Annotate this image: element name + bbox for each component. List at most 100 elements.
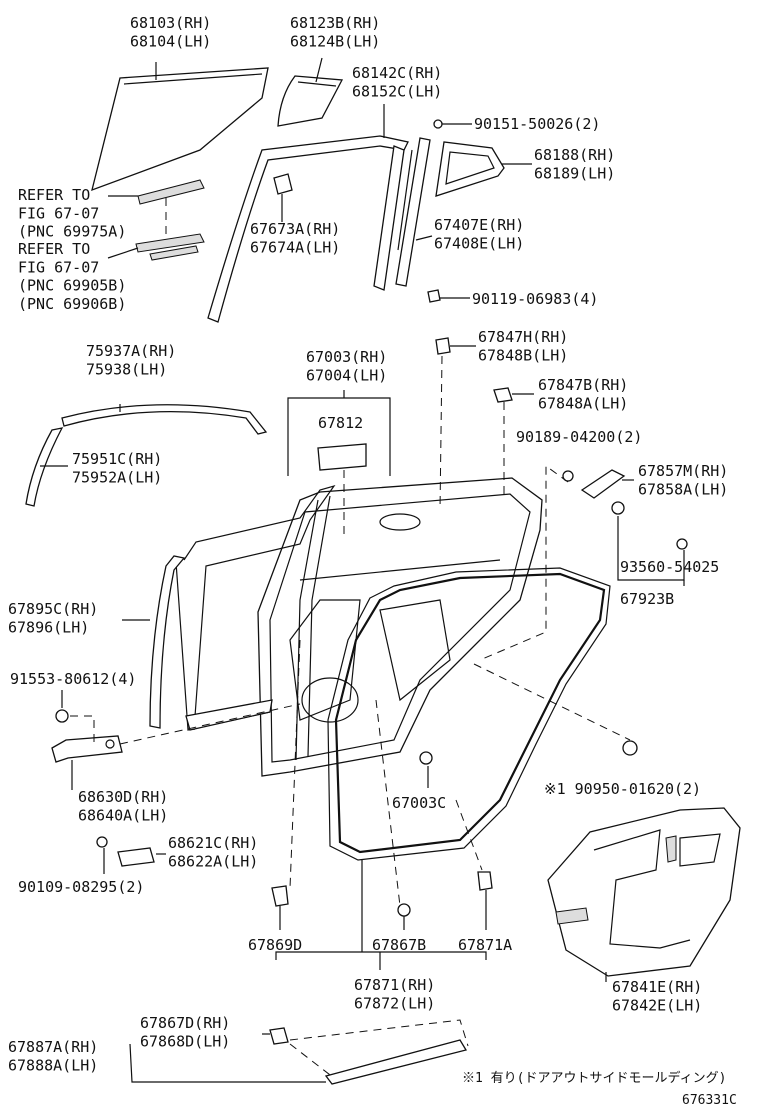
label-line: 67923B [620,590,674,608]
label-67847h: 67847H(RH)67848B(LH) [478,328,568,364]
leader-lines [40,57,685,1083]
rear-door-panel [257,477,543,777]
label-67812: 67812 [318,414,363,432]
label-line: 67673A(RH) [250,220,340,238]
label-67867d: 67867D(RH)67868D(LH) [140,1014,230,1050]
label-line: 67004(LH) [306,366,387,384]
label-line: 67847H(RH) [478,328,568,346]
label-line: 68152C(LH) [352,82,442,100]
label-line: 68640A(LH) [78,806,168,824]
label-67871: 67871(RH)67872(LH) [354,976,435,1012]
bushing-93560 [611,501,625,515]
clip-67847h [435,337,451,355]
label-68123b: 68123B(RH)68124B(LH) [290,14,380,50]
footnote: ※1 有り(ドアアウトサイドモールディング) [462,1070,726,1086]
label-line: 67871(RH) [354,976,435,994]
label-68188: 68188(RH)68189(LH) [534,146,615,182]
label-67847b: 67847B(RH)67848A(LH) [538,376,628,412]
quarter-glass [277,75,344,127]
label-line: 91553-80612(4) [10,670,136,688]
label-67857m: 67857M(RH)67858A(LH) [638,462,728,498]
label-line: 68621C(RH) [168,834,258,852]
label-line: 68104(LH) [130,32,211,50]
label-line: (PNC 69905B) [18,277,126,295]
label-line: 67408E(LH) [434,234,524,252]
door-weatherstrip-67871 [334,572,606,854]
division-bar [395,137,431,287]
label-67895c: 67895C(RH)67896(LH) [8,600,98,636]
label-line: 75938(LH) [86,360,167,378]
label-90189: 90189-04200(2) [516,428,642,446]
label-67673a: 67673A(RH)67674A(LH) [250,220,340,256]
label-line: 68622A(LH) [168,852,258,870]
clip-67003c [419,751,433,765]
label-line: 90189-04200(2) [516,428,642,446]
bolt-90109 [96,836,108,848]
refer-strip-1 [137,179,205,205]
label-line: FIG 67-07 [18,258,99,276]
label-68621c: 68621C(RH)68622A(LH) [168,834,258,870]
label-line: 67888A(LH) [8,1056,98,1074]
label-67407e: 67407E(RH)67408E(LH) [434,216,524,252]
figure-code: 676331C [682,1093,737,1108]
label-line: 67872(LH) [354,994,435,1012]
label-93560: 93560-54025 [620,558,719,576]
label-line: 68630D(RH) [78,788,168,806]
label-line: 67896(LH) [8,618,89,636]
clip-67869d [271,885,289,907]
label-line: REFER TO [18,240,90,258]
label-line: 90151-50026(2) [474,115,600,133]
label-line: 67812 [318,414,363,432]
label-line: 67842E(LH) [612,996,702,1014]
label-67871a: 67871A [458,936,512,954]
label-67841e: 67841E(RH)67842E(LH) [612,978,702,1014]
label-line: ※1 90950-01620(2) [544,780,701,798]
label-67923b: 67923B [620,590,674,608]
label-line: (PNC 69975A) [18,223,126,241]
label-90950: ※1 90950-01620(2) [544,780,701,798]
label-67869d: 67869D [248,936,302,954]
label-line: 67869D [248,936,302,954]
label-90109: 90109-08295(2) [18,878,144,896]
label-68142c: 68142C(RH)68152C(LH) [352,64,442,100]
label-line: 68189(LH) [534,164,615,182]
clip-67673a [273,173,293,195]
label-line: 68188(RH) [534,146,615,164]
label-67867b: 67867B [372,936,426,954]
label-line: 67868D(LH) [140,1032,230,1050]
glass-run-channel-right [373,145,405,291]
label-67887a: 67887A(RH)67888A(LH) [8,1038,98,1074]
door-glass [91,67,269,192]
label-line: 75951C(RH) [72,450,162,468]
screw-90151 [433,119,443,129]
quarter-window-frame [435,141,505,197]
label-line: FIG 67-07 [18,204,99,222]
label-line: 67407E(RH) [434,216,524,234]
label-line: 67867B [372,936,426,954]
service-hole-cover [547,807,741,977]
bracket-68621c [117,847,155,867]
label-line: 67674A(LH) [250,238,340,256]
label-line: 67887A(RH) [8,1038,98,1056]
label-67003c: 67003C [392,794,446,812]
label-line: 90109-08295(2) [18,878,144,896]
label-line: 75952A(LH) [72,468,162,486]
door-sash-frame [183,484,336,731]
label-line: 67847B(RH) [538,376,628,394]
label-line: 67871A [458,936,512,954]
label-line: 67867D(RH) [140,1014,230,1032]
refer-strip-2 [135,233,205,253]
label-line: 67848A(LH) [538,394,628,412]
label-line: (PNC 69906B) [18,295,126,313]
label-90151: 90151-50026(2) [474,115,600,133]
label-line: 67895C(RH) [8,600,98,618]
bolt-67923b [676,538,688,550]
pad-67812 [317,443,367,471]
door-weatherstrip-67895c [149,555,186,729]
bolt-91553 [55,709,69,723]
label-75937a: 75937A(RH)75938(LH) [86,342,176,378]
